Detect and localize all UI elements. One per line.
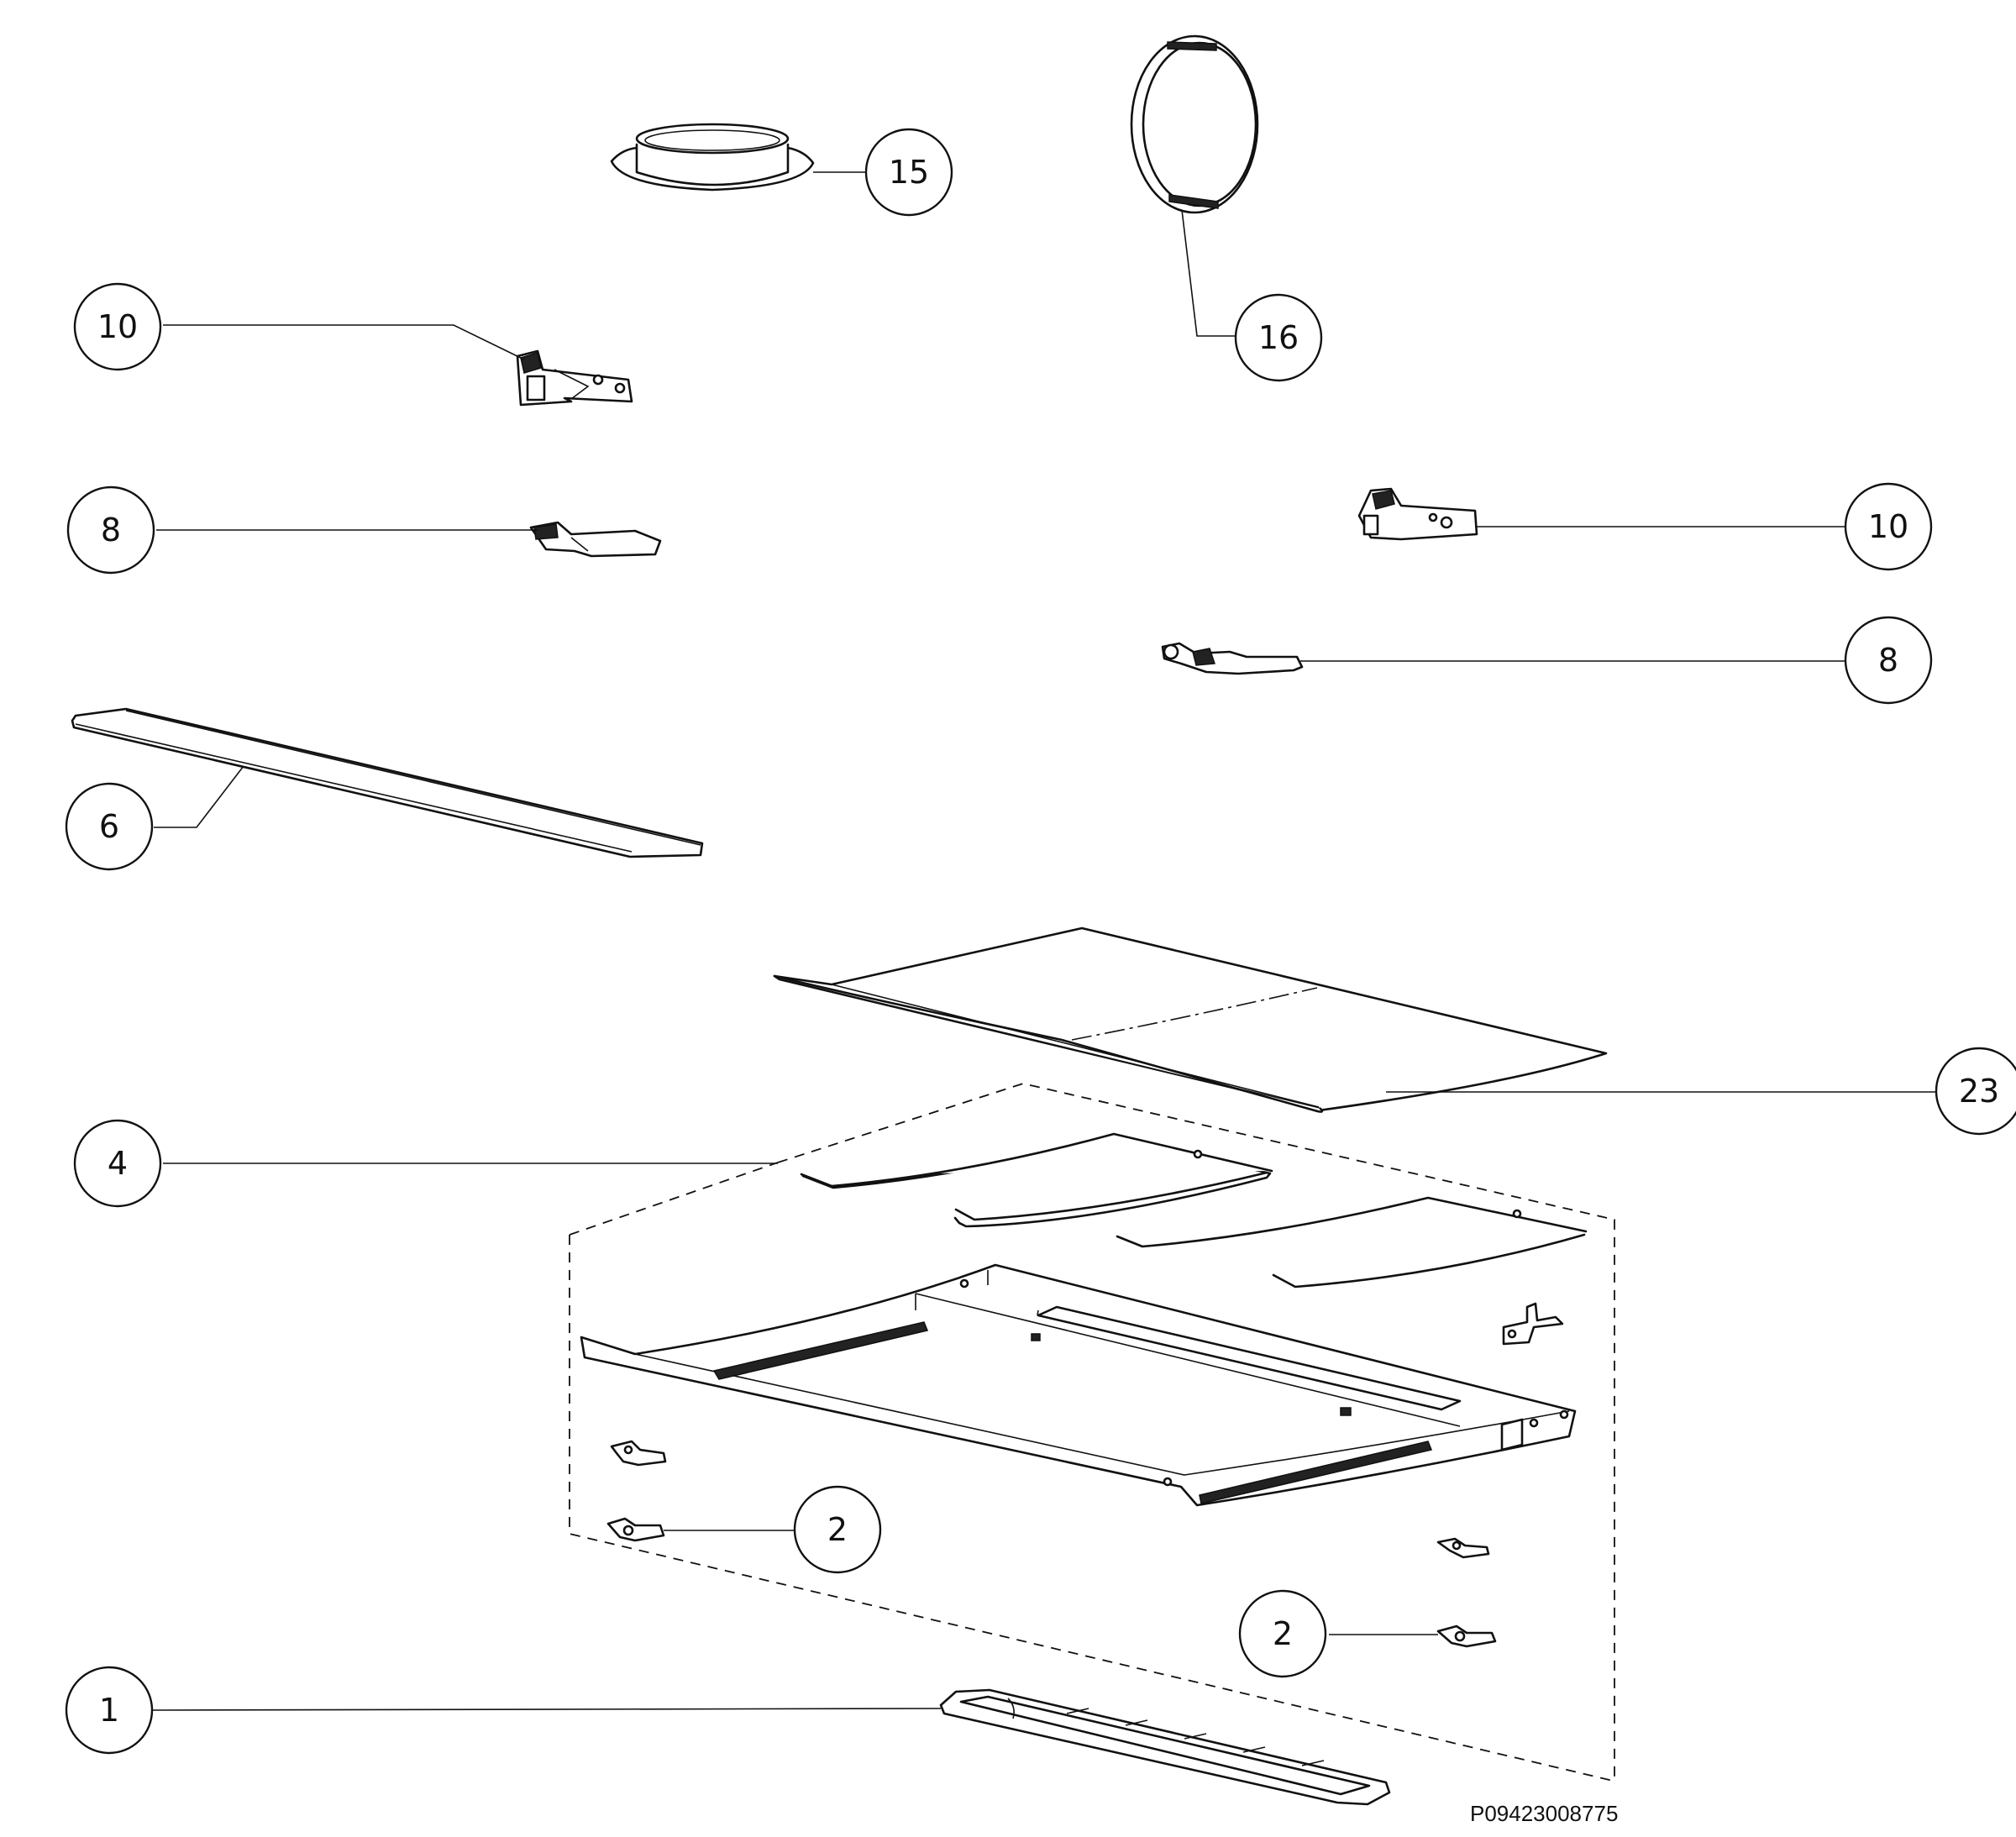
part-2-clip-top-right <box>1436 1537 1490 1559</box>
part-8-left-lever <box>529 521 662 558</box>
callout-4-label: 4 <box>108 1145 128 1182</box>
leader-10-left <box>163 324 525 360</box>
reference-code: P09423008775 <box>1470 1801 1618 1826</box>
callout-8-left-label: 8 <box>101 512 121 548</box>
leader-6 <box>154 765 244 828</box>
callout-16-label: 16 <box>1258 319 1299 356</box>
callout-4: 4 <box>73 1119 162 1208</box>
part-10-left-hinge <box>516 349 633 407</box>
part-8-right-lever <box>1161 642 1304 675</box>
callout-6: 6 <box>65 782 154 871</box>
callout-16: 16 <box>1234 293 1323 382</box>
callout-8-right-label: 8 <box>1878 642 1898 679</box>
part-2-clip-bottom-left <box>606 1517 665 1542</box>
part-10-right-hinge <box>1357 487 1478 541</box>
callout-8-right: 8 <box>1844 616 1933 705</box>
leader-16 <box>1181 209 1236 337</box>
part-6-strip <box>71 707 704 858</box>
callout-2-right-label: 2 <box>1273 1615 1293 1652</box>
callout-2-left: 2 <box>793 1485 882 1574</box>
callout-15: 15 <box>864 128 953 217</box>
part-1-filter-frame <box>939 1688 1391 1806</box>
callout-8-left: 8 <box>66 485 155 575</box>
callout-1: 1 <box>65 1666 154 1755</box>
callout-10-right: 10 <box>1844 482 1933 571</box>
leader-1 <box>152 1708 942 1711</box>
part-15-duct-collar <box>610 123 815 192</box>
callout-6-label: 6 <box>99 808 119 845</box>
part-4-frame-assembly <box>569 1083 1615 1782</box>
part-2-clip-bottom-right <box>1436 1624 1497 1648</box>
callout-2-right: 2 <box>1238 1589 1327 1678</box>
callout-10-left: 10 <box>73 282 162 371</box>
part-2-clip-top-left <box>610 1440 667 1467</box>
part-23-glass-top <box>773 926 1608 1113</box>
callout-23-label: 23 <box>1959 1073 1999 1110</box>
callout-1-label: 1 <box>99 1692 119 1729</box>
callout-23: 23 <box>1935 1047 2016 1136</box>
callout-10-right-label: 10 <box>1868 508 1908 545</box>
callout-2-left-label: 2 <box>827 1511 848 1548</box>
callout-15-label: 15 <box>889 154 929 191</box>
callout-10-left-label: 10 <box>97 308 138 345</box>
part-16-round-gasket <box>1130 34 1259 214</box>
